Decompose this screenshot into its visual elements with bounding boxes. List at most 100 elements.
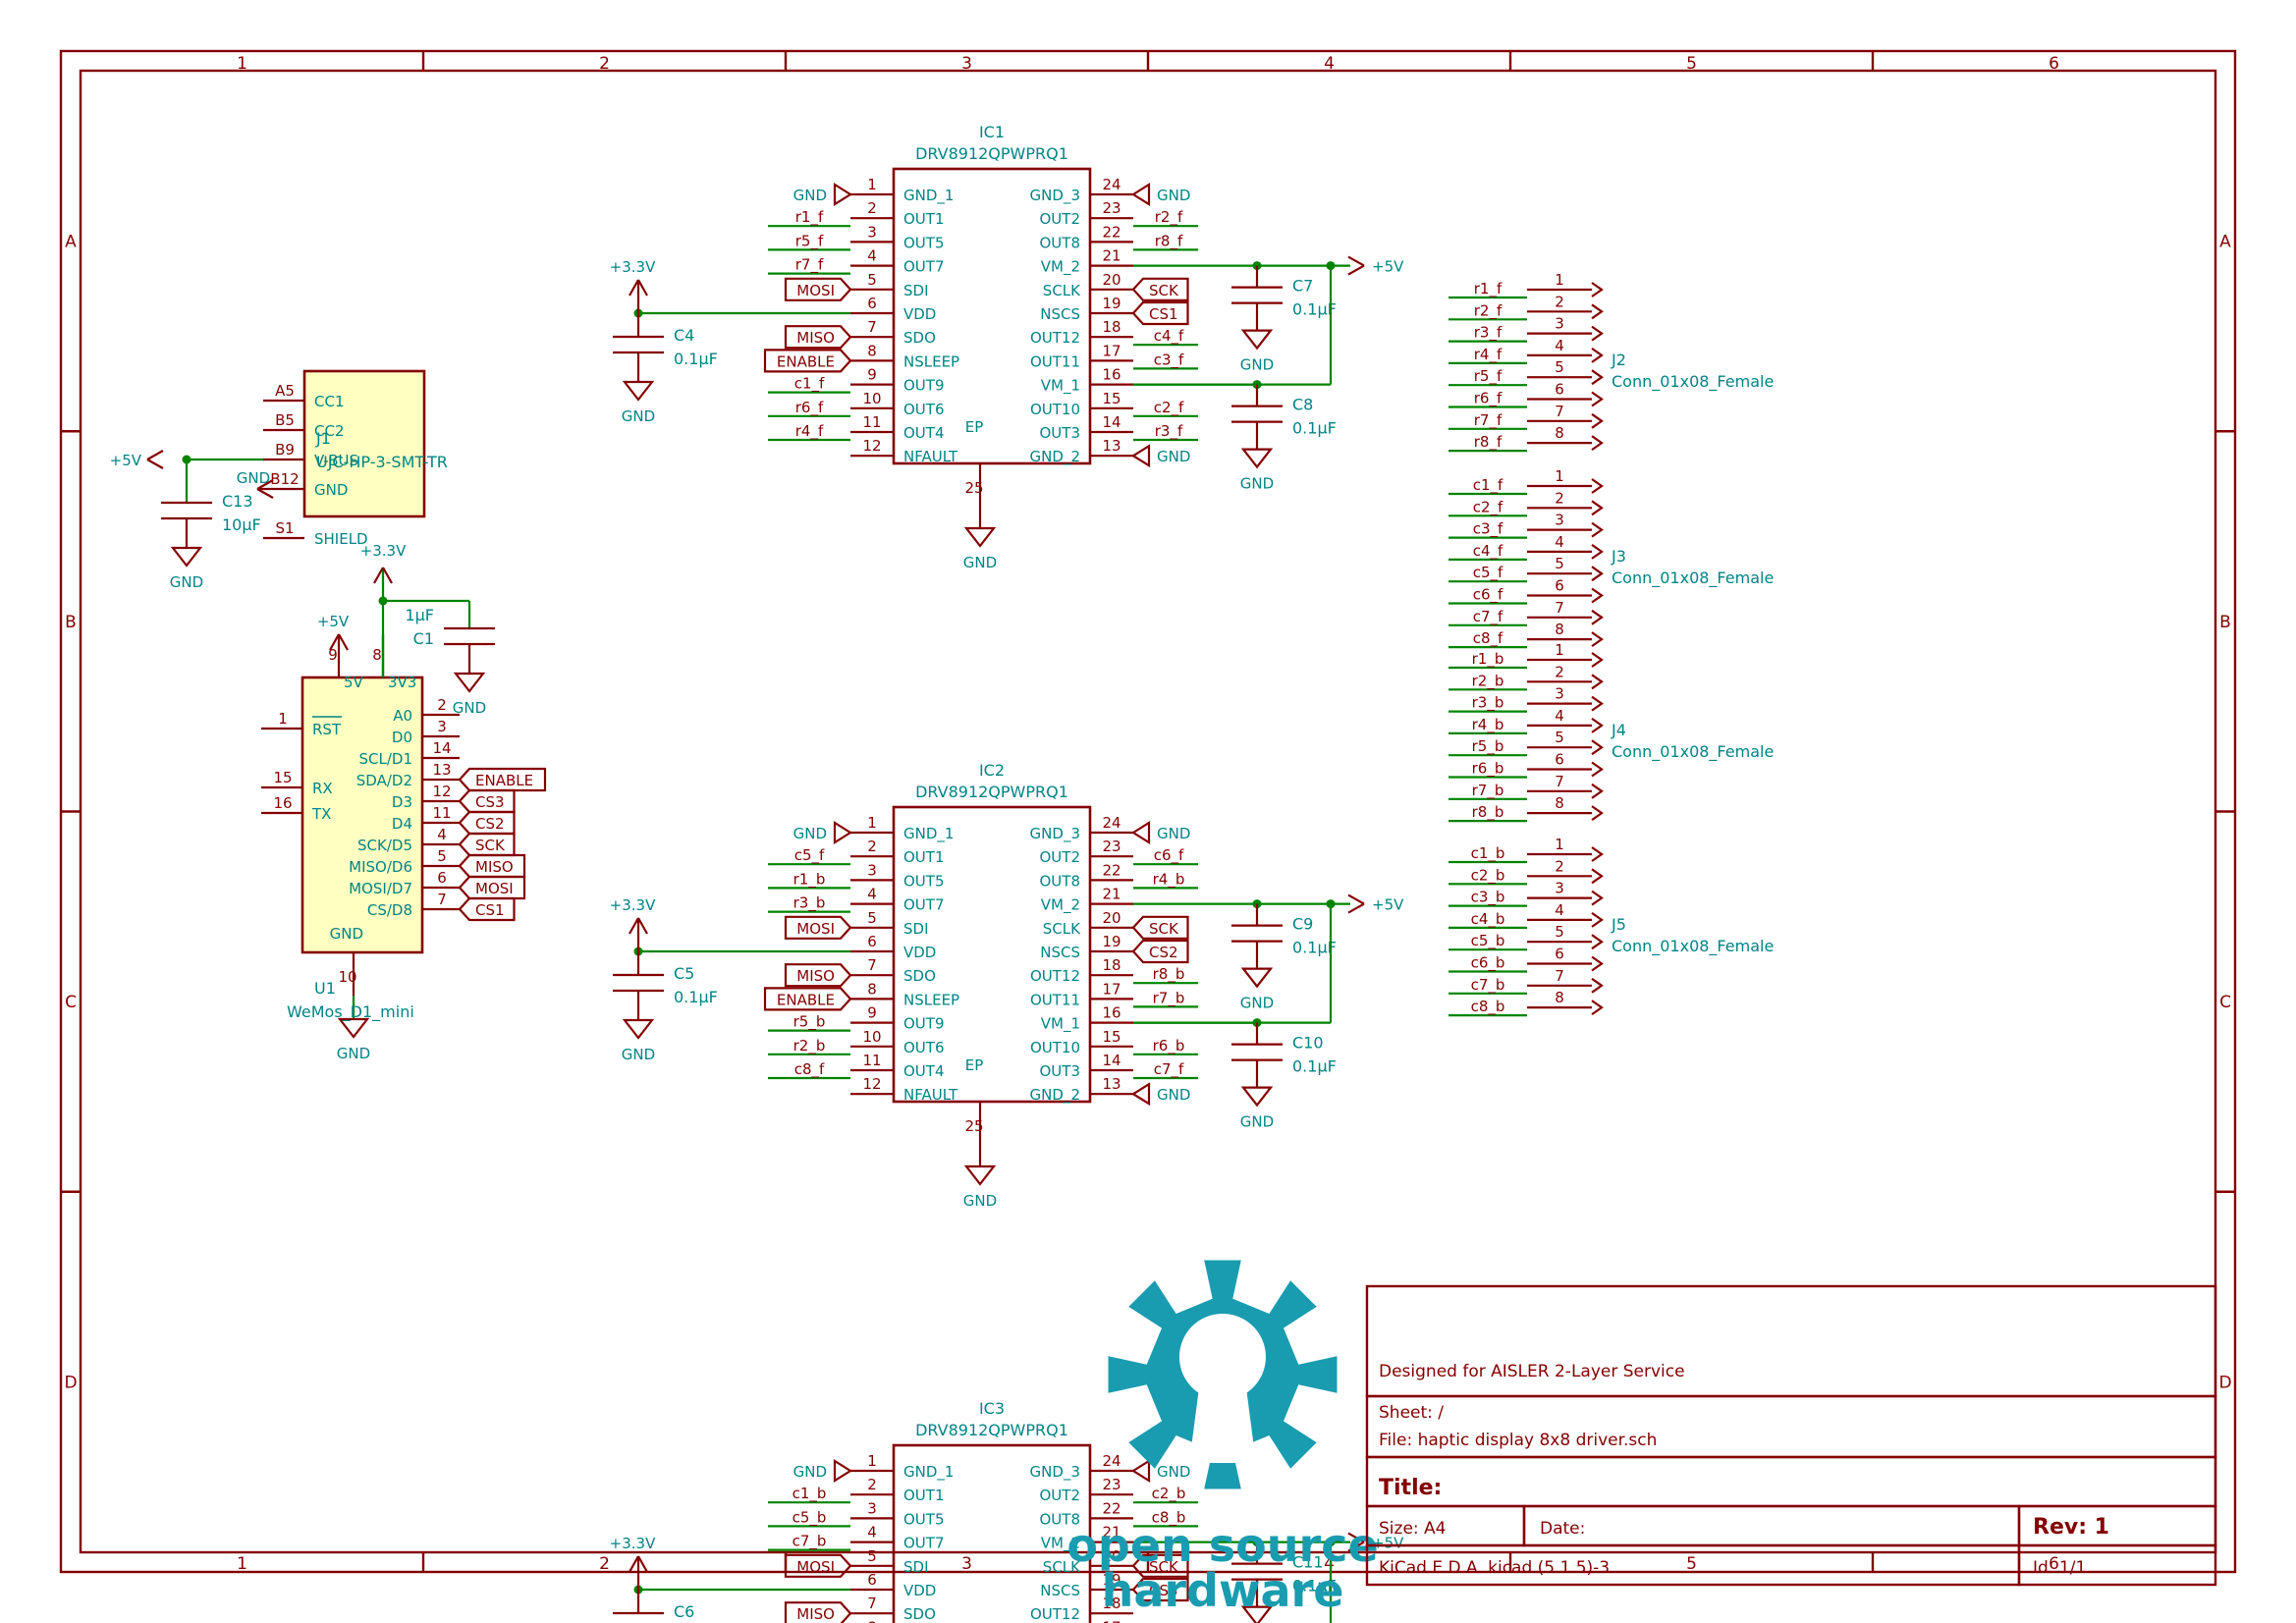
border-col-label: 6 (2049, 1554, 2059, 1574)
pin-number: 2 (437, 696, 447, 714)
hier-label-box (784, 963, 852, 988)
ic-body-IC2 (892, 805, 1092, 1104)
power-label: +5V (110, 452, 142, 469)
pin-name: OUT5 (903, 234, 945, 251)
hier-label-text: MISO (796, 1605, 835, 1623)
pin-name: SCLK (1043, 1558, 1081, 1576)
connector-value: Conn_01x08_Female (1612, 372, 1774, 392)
pin-name: V-BUS (314, 452, 358, 469)
pin-number: 15 (1102, 1028, 1121, 1046)
net-label: r6_f (1474, 390, 1503, 408)
power-arrow (1347, 893, 1365, 914)
ic-reference: IC2 (979, 761, 1005, 780)
gnd-label: GND (622, 407, 655, 425)
gnd-symbol (1240, 1605, 1274, 1623)
net-label: r1_b (1472, 650, 1504, 669)
pin-name: TX (311, 805, 331, 823)
power-label: +3.3V (360, 542, 407, 560)
pin-number: 7 (437, 891, 447, 908)
pin-name: CC2 (314, 422, 345, 440)
pin-name: OUT11 (1030, 991, 1080, 1008)
pin-number: 10 (862, 1028, 881, 1046)
net-label: c2_f (1154, 399, 1184, 417)
pin-number: 1 (1555, 467, 1564, 485)
pin-number: 23 (1102, 199, 1121, 217)
net-label: r5_b (1472, 737, 1504, 756)
border-row-label: B (65, 613, 77, 632)
power-label: +3.3V (610, 1535, 656, 1552)
pin-name: SDO (903, 1605, 936, 1623)
pin-name: NFAULT (903, 448, 958, 465)
pin-number: 3 (437, 718, 447, 735)
border-row-label: D (2218, 1373, 2231, 1392)
hier-label-box (458, 832, 516, 857)
component-value: 1µF (405, 606, 434, 624)
hier-label-box (784, 1601, 852, 1623)
hier-label-text: SCK (475, 837, 506, 854)
hier-label-box (458, 788, 516, 814)
pin-number: 16 (273, 794, 292, 812)
pin-name: VM_1 (1041, 1015, 1080, 1034)
component-value: 0.1µF (1292, 1577, 1337, 1596)
connector-reference: J3 (1611, 547, 1626, 566)
gnd-label: GND (793, 187, 827, 204)
pin-number: 25 (964, 1117, 983, 1135)
pin-name: CC1 (314, 393, 345, 410)
pin-number: 20 (1102, 909, 1121, 927)
pin-number: 20 (1102, 271, 1121, 289)
net-label: c2_b (1471, 866, 1505, 885)
net-label: c5_f (794, 846, 825, 865)
pin-name: MOSI/D7 (349, 880, 412, 897)
power-label: +5V (317, 613, 350, 630)
net-label: r8_b (1472, 803, 1504, 822)
pin-number: 21 (1102, 247, 1121, 265)
connector-value: Conn_01x08_Female (1612, 937, 1774, 956)
title-file: File: haptic display 8x8 driver.sch (1379, 1431, 1657, 1450)
net-label: c8_b (1152, 1508, 1186, 1527)
hier-label-box (458, 853, 526, 879)
title-id: Id: 1/1 (2033, 1558, 2086, 1578)
net-label: c3_b (1471, 889, 1505, 907)
connector-pin-shape (1591, 303, 1604, 320)
pin-number: 3 (1555, 315, 1564, 333)
hier-label-box (458, 810, 516, 836)
pin-number: 4 (437, 826, 447, 843)
connector-pin-shape (1591, 911, 1604, 928)
pin-number: 24 (1102, 1452, 1121, 1470)
pin-number: 3 (867, 861, 877, 879)
pin-name: SDO (903, 329, 936, 347)
pin-number: 1 (1555, 836, 1564, 853)
connector-pin-shape (1591, 543, 1604, 560)
net-label: c2_b (1152, 1485, 1186, 1503)
pin-number: 1 (1555, 271, 1564, 289)
pin-number: 5 (437, 847, 447, 865)
pin-number: 1 (867, 1452, 877, 1470)
pin-name: GND_2 (1030, 448, 1080, 466)
pin-number: 8 (867, 1618, 877, 1623)
ic-reference: IC3 (979, 1399, 1005, 1418)
component-reference: C10 (1292, 1034, 1324, 1053)
net-label: r6_b (1153, 1037, 1185, 1055)
hier-label-box (1131, 300, 1189, 326)
power-arrow (629, 279, 648, 297)
title-size: Size: A4 (1379, 1519, 1446, 1539)
component-value: 0.1µF (1292, 419, 1337, 438)
pin-number: 7 (867, 956, 877, 974)
pin-name: SDI (903, 920, 929, 938)
net-label: c7_f (1473, 608, 1503, 626)
net-label: r6_f (795, 399, 824, 417)
pin-name: OUT6 (903, 1039, 945, 1056)
title-title: Title: (1379, 1476, 1442, 1500)
pin-name: GND_2 (1030, 1086, 1080, 1105)
pin-name: GND_1 (903, 1463, 954, 1482)
pin-name: EP (965, 418, 984, 436)
pin-name: GND (314, 481, 348, 499)
power-arrow (373, 567, 393, 584)
pin-name: NSLEEP (903, 991, 959, 1008)
pin-name: OUT1 (903, 848, 945, 866)
pin-name: SCLK (1043, 920, 1081, 938)
net-label: r8_f (1474, 433, 1503, 452)
net-label: c7_f (1154, 1060, 1184, 1079)
pin-name: OUT4 (903, 424, 945, 442)
pin-name: OUT11 (1030, 352, 1080, 370)
